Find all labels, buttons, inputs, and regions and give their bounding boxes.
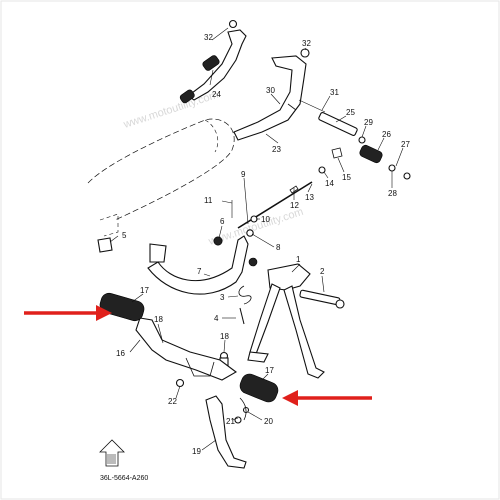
part-label: 1 bbox=[296, 255, 301, 264]
main-stand bbox=[247, 263, 345, 379]
part-label: 9 bbox=[241, 170, 246, 179]
part-label: 23 bbox=[272, 145, 281, 154]
part-label: 15 bbox=[342, 173, 351, 182]
part-label: 32 bbox=[204, 33, 213, 42]
part-label: 21 bbox=[226, 417, 235, 426]
part-label: 17 bbox=[140, 286, 149, 295]
lower-lever bbox=[205, 395, 247, 469]
part-label: 6 bbox=[220, 217, 225, 226]
part-label: 31 bbox=[330, 88, 339, 97]
part-label: 14 bbox=[325, 179, 334, 188]
part-label: 27 bbox=[401, 140, 410, 149]
brake-pedal bbox=[147, 235, 249, 295]
part-label: 29 bbox=[364, 118, 373, 127]
part-label: 18 bbox=[220, 332, 229, 341]
part-labels: 32 32 24 30 31 25 29 26 27 23 9 14 15 28… bbox=[116, 33, 410, 456]
part-label: 24 bbox=[212, 90, 221, 99]
part-label: 7 bbox=[197, 267, 202, 276]
part-label: 13 bbox=[305, 193, 314, 202]
arrow-left bbox=[24, 305, 112, 321]
muffler-outline bbox=[87, 118, 235, 237]
part-label: 32 bbox=[302, 39, 311, 48]
brake-rod bbox=[231, 147, 343, 229]
part-label: 3 bbox=[220, 293, 225, 302]
part-label: 22 bbox=[168, 397, 177, 406]
part-label: 16 bbox=[116, 349, 125, 358]
part-label: 17 bbox=[265, 366, 274, 375]
front-direction-icon bbox=[99, 439, 125, 467]
part-label: 2 bbox=[320, 267, 325, 276]
part-label: 4 bbox=[214, 314, 219, 323]
arrow-right bbox=[282, 390, 372, 406]
part-label: 5 bbox=[122, 231, 127, 240]
footrest-bar bbox=[99, 292, 237, 381]
part-label: 8 bbox=[276, 243, 281, 252]
part-label: 10 bbox=[261, 215, 270, 224]
spring-and-pin bbox=[238, 285, 252, 325]
shift-pedal bbox=[179, 19, 247, 104]
footrest-rubber-right bbox=[239, 373, 279, 403]
part-label: 20 bbox=[264, 417, 273, 426]
leader-lines bbox=[109, 27, 404, 451]
part-label: 11 bbox=[204, 196, 213, 205]
part-label: 18 bbox=[154, 315, 163, 324]
part-label: 26 bbox=[382, 130, 391, 139]
part-label: 12 bbox=[290, 201, 299, 210]
part-label: 25 bbox=[346, 108, 355, 117]
drawing-code: 36L-5664-A260 bbox=[100, 475, 148, 482]
lever-assembly bbox=[233, 48, 411, 180]
part-label: 19 bbox=[192, 447, 201, 456]
part-label: 28 bbox=[388, 189, 397, 198]
part-label: 30 bbox=[266, 86, 275, 95]
